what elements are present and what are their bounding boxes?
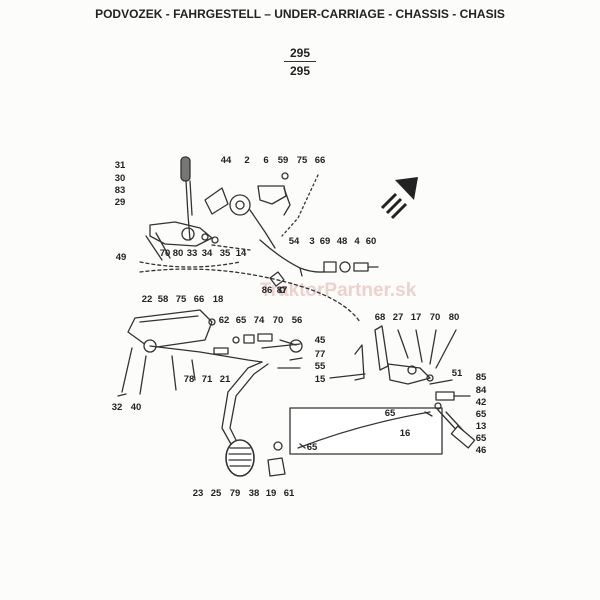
callout-58: 58 [158, 294, 169, 305]
callout-19: 19 [266, 488, 277, 499]
callout-22: 22 [142, 294, 153, 305]
callout-77: 77 [315, 349, 326, 360]
callout-2: 2 [244, 155, 249, 166]
callout-30: 30 [115, 173, 126, 184]
callout-61: 61 [284, 488, 295, 499]
callout-62: 62 [219, 315, 230, 326]
callout-65: 65 [236, 315, 247, 326]
callout-44: 44 [221, 155, 232, 166]
callout-86: 86 [262, 285, 273, 296]
callout-60: 60 [366, 236, 377, 247]
callout-33: 33 [187, 248, 198, 259]
watermark-text: TraktorPartner.sk [260, 280, 417, 301]
callout-65: 65 [385, 408, 396, 419]
callout-70: 70 [160, 248, 171, 259]
callout-15: 15 [315, 374, 326, 385]
callout-23: 23 [193, 488, 204, 499]
callout-80: 80 [449, 312, 460, 323]
callout-40: 40 [131, 402, 142, 413]
callout-55: 55 [315, 361, 326, 372]
callout-87: 87 [277, 285, 288, 296]
callout-70: 70 [273, 315, 284, 326]
callout-69: 69 [320, 236, 331, 247]
callout-54: 54 [289, 236, 300, 247]
callout-27: 27 [393, 312, 404, 323]
callout-75: 75 [176, 294, 187, 305]
callout-71: 71 [202, 374, 213, 385]
callout-70: 70 [430, 312, 441, 323]
callout-31: 31 [115, 160, 126, 171]
callout-66: 66 [315, 155, 326, 166]
callout-49: 49 [116, 252, 127, 263]
page-number-divider [284, 61, 316, 62]
callout-68: 68 [375, 312, 386, 323]
callout-65: 65 [476, 433, 487, 444]
callout-35: 35 [220, 248, 231, 259]
page-number-bottom: 295 [289, 64, 311, 78]
callout-46: 46 [476, 445, 487, 456]
callout-65: 65 [307, 442, 318, 453]
callout-75: 75 [297, 155, 308, 166]
callout-42: 42 [476, 397, 487, 408]
callout-21: 21 [220, 374, 231, 385]
callout-4: 4 [354, 236, 360, 247]
callout-79: 79 [230, 488, 241, 499]
callout-13: 13 [476, 421, 487, 432]
callout-85: 85 [476, 372, 487, 383]
callout-66: 66 [194, 294, 205, 305]
callout-16: 16 [400, 428, 411, 439]
callout-34: 34 [202, 248, 213, 259]
direction-arrow-icon [380, 177, 418, 220]
callout-56: 56 [292, 315, 303, 326]
callout-38: 38 [249, 488, 260, 499]
callout-6: 6 [263, 155, 268, 166]
callout-51: 51 [452, 368, 463, 379]
parts-line-art [117, 156, 476, 477]
callout-18: 18 [213, 294, 224, 305]
callout-45: 45 [315, 335, 326, 346]
page-title: PODVOZEK - FAHRGESTELL – UNDER-CARRIAGE … [95, 7, 505, 21]
callout-74: 74 [254, 315, 265, 326]
callout-80: 80 [173, 248, 184, 259]
callout-84: 84 [476, 385, 487, 396]
callout-48: 48 [337, 236, 348, 247]
callout-14: 14 [236, 248, 247, 259]
callout-3: 3 [309, 236, 314, 247]
callout-78: 78 [184, 374, 195, 385]
callout-65: 65 [476, 409, 487, 420]
callout-83: 83 [115, 185, 126, 196]
page-number-top: 295 [289, 46, 311, 60]
callout-17: 17 [411, 312, 422, 323]
callout-25: 25 [211, 488, 222, 499]
callout-32: 32 [112, 402, 123, 413]
callout-29: 29 [115, 197, 126, 208]
callout-59: 59 [278, 155, 289, 166]
